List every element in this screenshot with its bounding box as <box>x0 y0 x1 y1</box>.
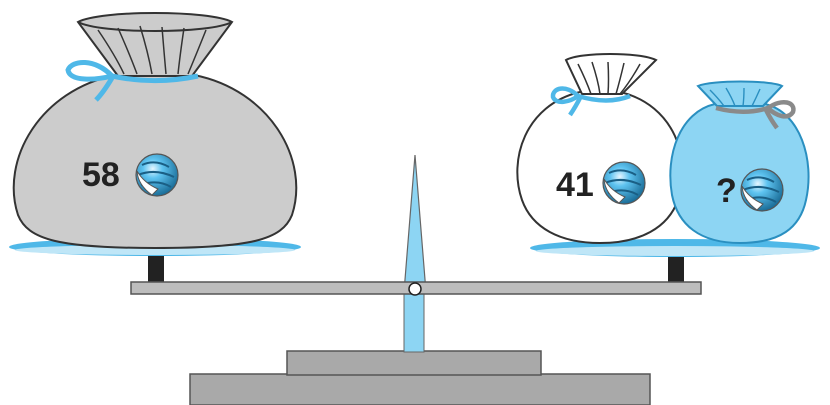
scale-base <box>190 351 650 405</box>
scale-pointer <box>404 155 426 352</box>
bag-right-2-count: ? <box>716 174 737 208</box>
bag-left-58 <box>14 13 297 248</box>
scale-pivot <box>409 283 421 295</box>
left-pan-support <box>148 253 164 283</box>
bag-left-count: 58 <box>82 158 120 192</box>
right-pan <box>530 239 820 257</box>
ball-icon <box>136 154 178 196</box>
right-pan-support <box>668 253 684 283</box>
bag-right-unknown <box>670 82 808 244</box>
ball-icon <box>603 162 645 204</box>
bag-right-41 <box>517 54 682 243</box>
ball-icon <box>741 169 783 211</box>
bag-right-1-count: 41 <box>556 168 594 202</box>
